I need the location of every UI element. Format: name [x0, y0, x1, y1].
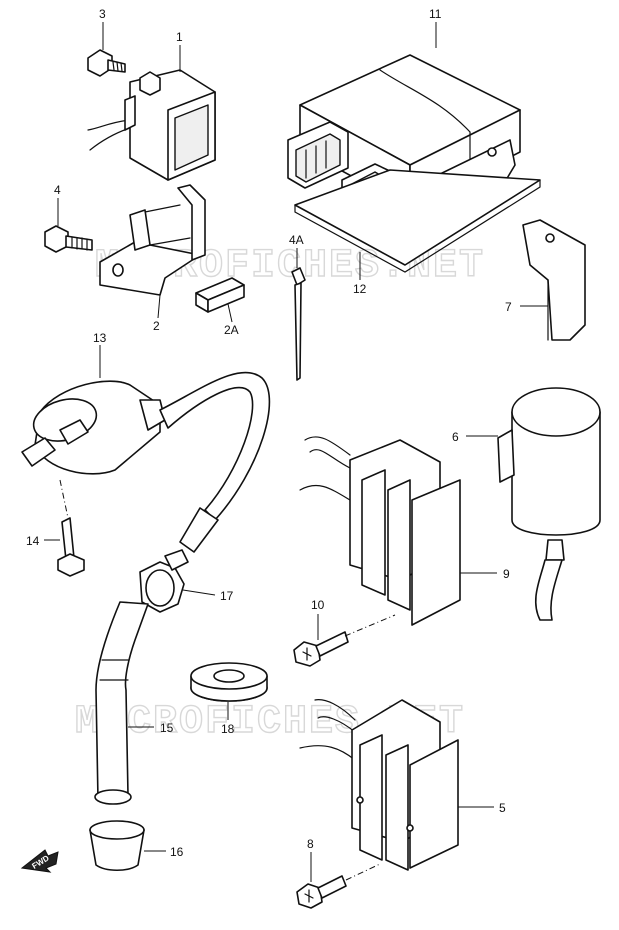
leader-lines	[44, 22, 548, 882]
callout-2: 2	[153, 319, 160, 333]
part-10-bolt[interactable]	[293, 614, 396, 667]
callout-2a: 2A	[224, 323, 239, 337]
callout-labels: 1 3 4 2 2A 4A 11 12 7 13 14 17 15 16 18 …	[26, 7, 512, 859]
part-12-plate[interactable]	[294, 169, 541, 273]
callout-16: 16	[170, 845, 184, 859]
part-14-bolt[interactable]	[57, 479, 85, 577]
part-5-regulator[interactable]	[299, 699, 459, 871]
callout-4: 4	[54, 183, 61, 197]
callout-5: 5	[499, 801, 506, 815]
callout-6: 6	[452, 430, 459, 444]
part-13-ignition-coil[interactable]	[21, 371, 271, 553]
callout-8: 8	[307, 837, 314, 851]
part-16-cap[interactable]	[89, 820, 145, 872]
part-3-bolt[interactable]	[87, 49, 126, 77]
callout-3: 3	[99, 7, 106, 21]
callout-15: 15	[160, 721, 174, 735]
callout-13: 13	[93, 331, 107, 345]
callout-18: 18	[221, 722, 235, 736]
part-1-relay[interactable]	[87, 69, 216, 181]
part-6-condenser[interactable]	[497, 387, 601, 621]
part-9-regulator[interactable]	[299, 436, 461, 626]
callout-1: 1	[176, 30, 183, 44]
part-8-bolt[interactable]	[296, 863, 381, 909]
callout-10: 10	[311, 598, 325, 612]
callout-4a: 4A	[289, 233, 304, 247]
part-2a-block[interactable]	[195, 277, 245, 313]
part-17-joint[interactable]	[139, 549, 189, 613]
part-4a-cable-tie[interactable]	[291, 267, 306, 381]
callout-7: 7	[505, 300, 512, 314]
part-18-grommet[interactable]	[190, 662, 268, 702]
fwd-direction-badge: FWD	[20, 849, 59, 873]
callout-12: 12	[353, 282, 367, 296]
callout-17: 17	[220, 589, 234, 603]
forward-arrow-icon	[20, 849, 59, 873]
callout-9: 9	[503, 567, 510, 581]
part-4-bolt[interactable]	[44, 225, 93, 253]
part-2-bracket[interactable]	[99, 184, 206, 296]
callout-11: 11	[429, 7, 442, 21]
part-7-bracket[interactable]	[522, 219, 586, 341]
callout-14: 14	[26, 534, 40, 548]
part-15-plug-cap[interactable]	[94, 601, 149, 805]
